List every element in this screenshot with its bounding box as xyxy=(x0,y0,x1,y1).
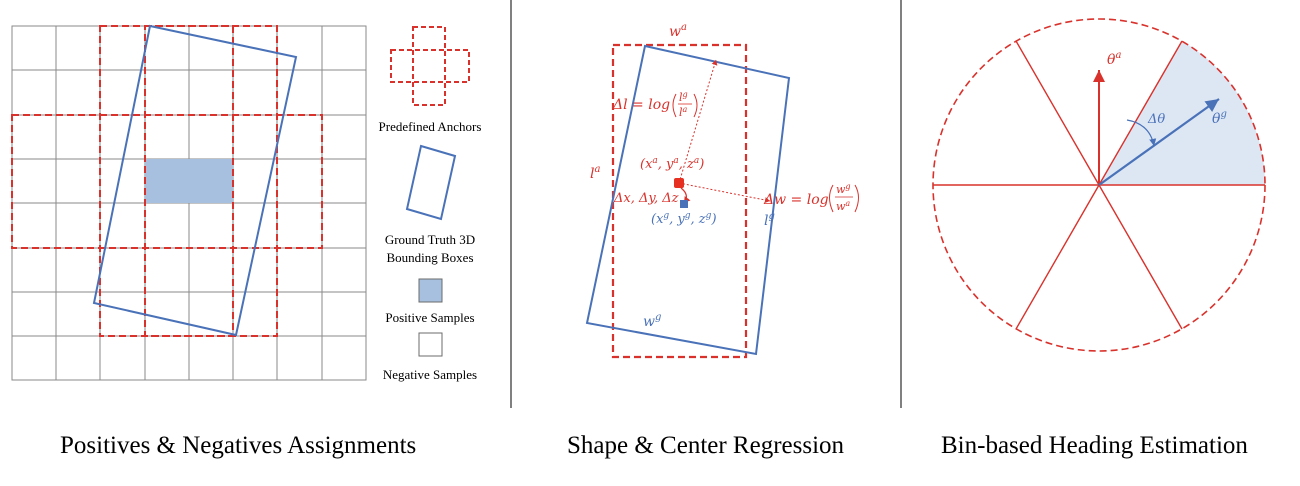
width-direction-arrow xyxy=(678,182,771,203)
anchor-center-point xyxy=(674,178,684,188)
ground-truth-box xyxy=(585,44,791,356)
svg-text:Δw = log: Δw = log xyxy=(763,192,829,208)
legend: Predefined Anchors Ground Truth 3D Bound… xyxy=(379,26,482,382)
delta-theta-label: Δθ xyxy=(1147,112,1165,127)
length-direction-arrow xyxy=(678,59,718,184)
gt-width-label: wg xyxy=(643,312,661,330)
svg-text:lg: lg xyxy=(679,90,688,104)
gt-center-point xyxy=(680,200,688,208)
svg-text:wg: wg xyxy=(836,182,851,196)
right-panel: θa θg Δθ xyxy=(932,18,1266,352)
ground-truth-box xyxy=(92,24,298,337)
caption-middle: Shape & Center Regression xyxy=(567,432,845,459)
anchor-box xyxy=(611,43,748,359)
center-offset-label: Δx, Δy, Δz xyxy=(613,191,679,206)
caption-left: Positives & Negatives Assignments xyxy=(60,432,417,459)
gt-length-label: lg xyxy=(764,211,775,229)
gt-heading-label: θg xyxy=(1212,109,1227,127)
delta-l-formula: Δl = log lg la xyxy=(612,90,698,119)
anchor-width-label: wa xyxy=(669,22,687,40)
anchor-length-label: la xyxy=(590,164,600,182)
positive-sample-swatch xyxy=(418,278,443,303)
anchor-center-label: (xa, ya, za) xyxy=(640,156,704,172)
negative-sample-swatch xyxy=(418,332,443,357)
legend-negative-label: Negative Samples xyxy=(383,367,477,382)
delta-w-formula: Δw = log wg wa xyxy=(763,182,859,213)
gt-center-label: (xg, yg, zg) xyxy=(651,211,717,227)
legend-anchors-label: Predefined Anchors xyxy=(379,119,482,134)
middle-panel: wa la lg wg Δl = log lg la Δw = log wg w… xyxy=(585,22,859,359)
svg-text:Δl = log: Δl = log xyxy=(612,97,670,113)
anchor-heading-label: θa xyxy=(1107,50,1121,68)
svg-text:la: la xyxy=(679,105,688,119)
gt-heading-arrow xyxy=(1098,98,1220,186)
legend-gt-label-1: Ground Truth 3D xyxy=(385,232,475,247)
left-panel: Predefined Anchors Ground Truth 3D Bound… xyxy=(11,24,482,382)
delta-theta-arc xyxy=(1126,119,1157,147)
svg-text:wa: wa xyxy=(836,199,850,213)
legend-gt-label-2: Bounding Boxes xyxy=(386,250,473,265)
positive-sample-cells xyxy=(145,159,233,203)
predefined-anchors xyxy=(11,25,323,337)
predefined-anchors-icon xyxy=(390,26,470,106)
target-bin-sector xyxy=(1099,41,1266,185)
ground-truth-box-icon xyxy=(405,144,457,221)
bin-dividers xyxy=(933,40,1265,330)
caption-right: Bin-based Heading Estimation xyxy=(941,432,1248,459)
legend-positive-label: Positive Samples xyxy=(385,310,474,325)
